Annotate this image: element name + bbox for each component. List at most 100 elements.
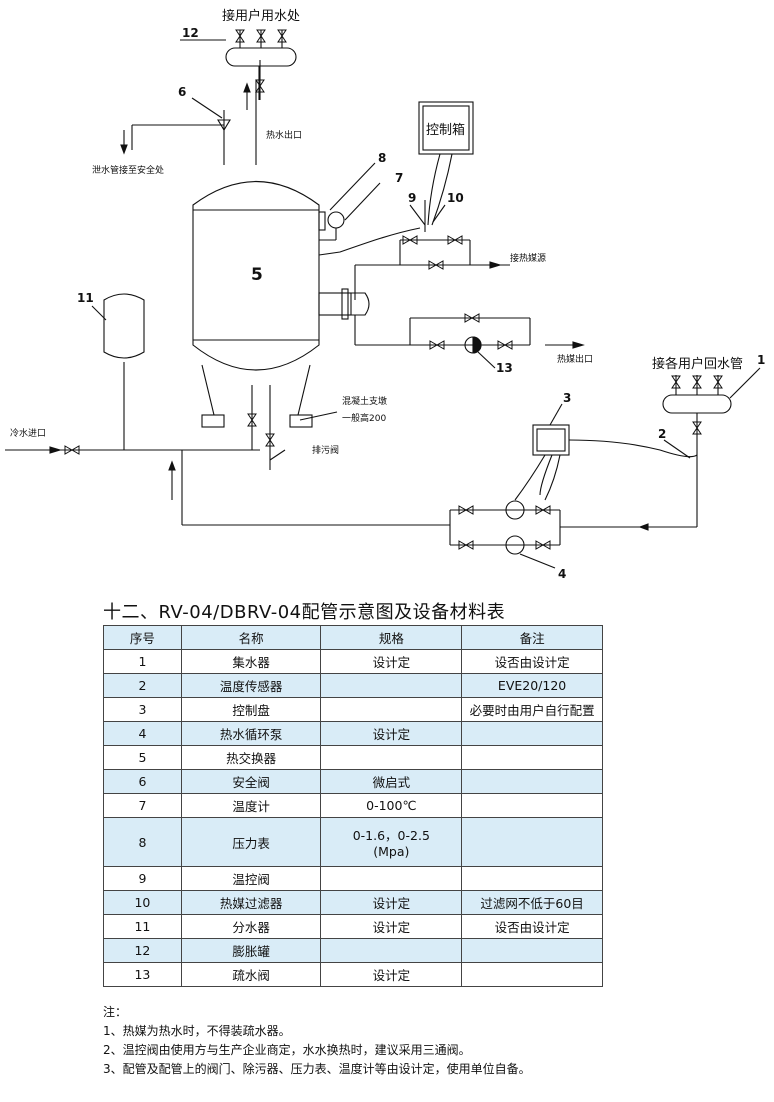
callout-2: 2 bbox=[658, 427, 666, 441]
table-cell-no: 8 bbox=[103, 817, 182, 867]
callout-12: 11 bbox=[77, 291, 94, 305]
note-item: 3、配管及配管上的阀门、除污器、压力表、温度计等由设计定，使用单位自备。 bbox=[103, 1062, 531, 1076]
callout-3: 3 bbox=[563, 391, 571, 405]
callout-6: 6 bbox=[178, 85, 186, 99]
callout-7: 7 bbox=[395, 171, 403, 185]
tank-number: 5 bbox=[251, 265, 263, 285]
table-cell-name: 控制盘 bbox=[180, 697, 322, 722]
table-cell-no: 5 bbox=[103, 745, 182, 770]
control-box bbox=[418, 101, 474, 155]
header-no: 序号 bbox=[103, 625, 182, 650]
table-cell-spec bbox=[320, 673, 463, 698]
table-cell-name: 膨胀罐 bbox=[180, 938, 322, 963]
note-item: 2、温控阀由使用方与生产企业商定，水水换热时，建议采用三通阀。 bbox=[103, 1043, 471, 1057]
piping-diagram: 接用户用水处 热水出口 泄水管接至安全处 控制箱 接热媒源 热媒出口 接各用户回… bbox=[5, 8, 765, 581]
circulation-pump-1 bbox=[505, 500, 525, 520]
label-concrete-height: 一般高200 bbox=[342, 412, 386, 424]
table-cell-no: 3 bbox=[103, 697, 182, 722]
table-cell-name: 疏水阀 bbox=[180, 962, 322, 987]
collector-1 bbox=[662, 394, 732, 414]
callout-4: 4 bbox=[558, 567, 566, 581]
table-cell-name: 温控阀 bbox=[180, 866, 322, 891]
callout-11: 12 bbox=[182, 26, 199, 40]
table-cell-name: 热媒过滤器 bbox=[180, 890, 322, 915]
thermometer bbox=[318, 211, 326, 231]
table-cell-spec: 0-100℃ bbox=[320, 793, 463, 818]
label-hot-water-out: 热水出口 bbox=[266, 129, 302, 141]
pressure-gauge bbox=[327, 211, 345, 229]
table-cell-name: 温度传感器 bbox=[180, 673, 322, 698]
table-cell-note bbox=[461, 745, 603, 770]
table-cell-no: 13 bbox=[103, 962, 182, 987]
note-item: 1、热媒为热水时，不得装疏水器。 bbox=[103, 1024, 291, 1038]
notes: 注： 1、热媒为热水时，不得装疏水器。 2、温控阀由使用方与生产企业商定，水水换… bbox=[103, 1003, 531, 1079]
table-cell-no: 7 bbox=[103, 793, 182, 818]
table-cell-note bbox=[461, 769, 603, 794]
table-cell-note bbox=[461, 721, 603, 746]
heat-exchanger-tank bbox=[192, 181, 320, 371]
table-cell-note: EVE20/120 bbox=[461, 673, 603, 698]
table-cell-name: 压力表 bbox=[180, 817, 322, 867]
table-header-row: 序号 名称 规格 备注 bbox=[103, 625, 603, 650]
label-drain-safe: 泄水管接至安全处 bbox=[92, 164, 164, 176]
callout-1: 1 bbox=[757, 353, 765, 367]
table-cell-no: 1 bbox=[103, 649, 182, 674]
header-note: 备注 bbox=[461, 625, 603, 650]
table-cell-note bbox=[461, 817, 603, 867]
label-user-return: 接各用户回水管 bbox=[652, 356, 743, 372]
callout-9: 9 bbox=[408, 191, 416, 205]
callout-8: 8 bbox=[378, 151, 386, 165]
table-cell-spec bbox=[320, 745, 463, 770]
label-user-outlet: 接用户用水处 bbox=[222, 8, 300, 24]
distributor-11 bbox=[225, 47, 297, 67]
table-cell-spec: 设计定 bbox=[320, 890, 463, 915]
table-cell-note: 设否由设计定 bbox=[461, 914, 603, 939]
table-cell-spec: 设计定 bbox=[320, 721, 463, 746]
table-cell-spec: 设计定 bbox=[320, 914, 463, 939]
table-cell-name: 集水器 bbox=[180, 649, 322, 674]
table-cell-spec: 设计定 bbox=[320, 649, 463, 674]
table-cell-spec: 设计定 bbox=[320, 962, 463, 987]
table-cell-note: 设否由设计定 bbox=[461, 649, 603, 674]
table-cell-note: 过滤网不低于60目 bbox=[461, 890, 603, 915]
expansion-tank-12 bbox=[103, 293, 145, 359]
table-cell-no: 9 bbox=[103, 866, 182, 891]
page-title: 十二、RV-04/DBRV-04配管示意图及设备材料表 bbox=[103, 602, 506, 623]
table-cell-spec bbox=[320, 938, 463, 963]
table-cell-no: 11 bbox=[103, 914, 182, 939]
header-spec: 规格 bbox=[320, 625, 463, 650]
table-cell-no: 6 bbox=[103, 769, 182, 794]
table-cell-name: 分水器 bbox=[180, 914, 322, 939]
notes-heading: 注： bbox=[103, 1005, 128, 1019]
concrete-support-left bbox=[201, 414, 225, 428]
concrete-support-right bbox=[289, 414, 313, 428]
table-cell-no: 2 bbox=[103, 673, 182, 698]
table-cell-spec bbox=[320, 697, 463, 722]
label-heat-outlet: 热媒出口 bbox=[557, 353, 593, 365]
label-sewage-valve: 排污阀 bbox=[312, 444, 339, 456]
table-cell-note bbox=[461, 938, 603, 963]
table-cell-note bbox=[461, 866, 603, 891]
callout-10: 10 bbox=[447, 191, 464, 205]
table-cell-name: 热交换器 bbox=[180, 745, 322, 770]
table-cell-no: 12 bbox=[103, 938, 182, 963]
table-cell-name: 热水循环泵 bbox=[180, 721, 322, 746]
table-cell-spec: 微启式 bbox=[320, 769, 463, 794]
table-cell-name: 温度计 bbox=[180, 793, 322, 818]
label-control-box: 控制箱 bbox=[426, 122, 465, 138]
table-cell-no: 10 bbox=[103, 890, 182, 915]
circulation-pump-2 bbox=[505, 535, 525, 555]
table-cell-spec: 0-1.6，0-2.5 (Mpa) bbox=[320, 817, 463, 867]
header-name: 名称 bbox=[180, 625, 322, 650]
